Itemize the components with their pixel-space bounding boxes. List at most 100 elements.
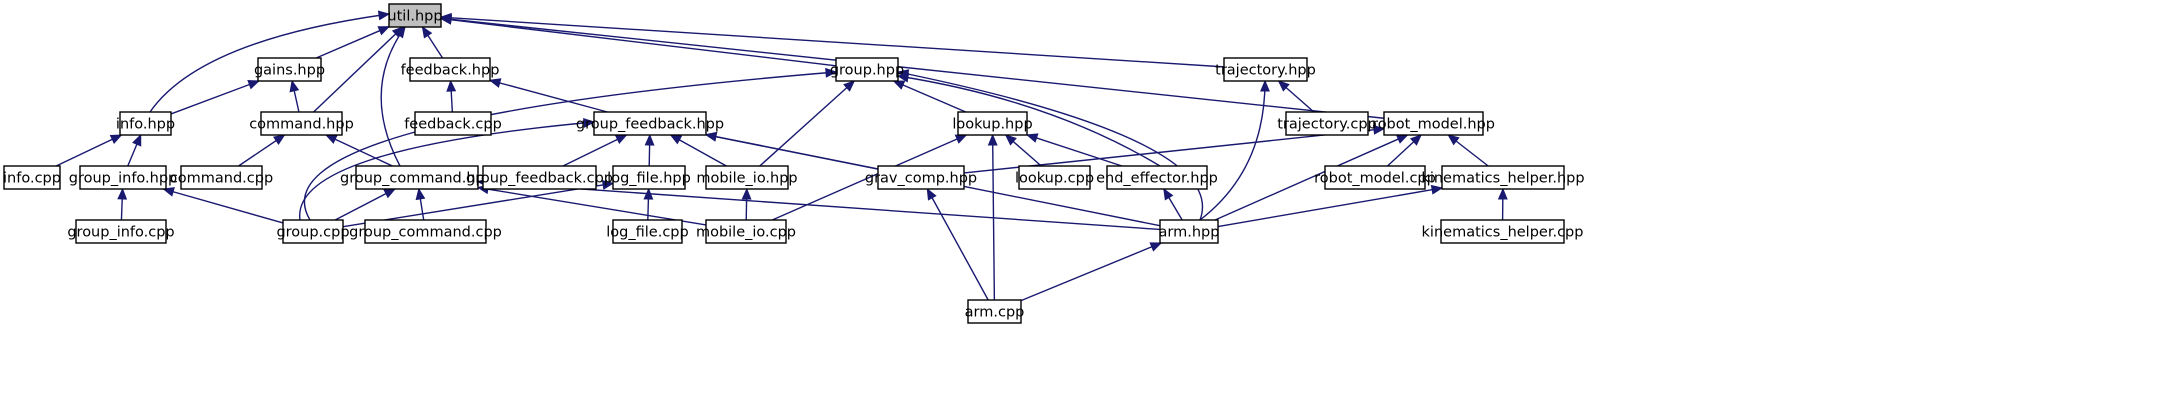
- node-grav-comp-hpp[interactable]: grav_comp.hpp: [865, 165, 977, 190]
- node-box[interactable]: [877, 165, 965, 190]
- node-label: info.cpp: [3, 171, 61, 187]
- node-box[interactable]: [1440, 219, 1565, 244]
- node-box[interactable]: [1223, 57, 1308, 82]
- arrow-head-icon: [669, 134, 683, 145]
- node-mobile-io-cpp[interactable]: mobile_io.cpp: [696, 219, 796, 244]
- node-group-command-cpp[interactable]: group_command.cpp: [349, 219, 502, 244]
- node-box[interactable]: [593, 111, 707, 136]
- nodes-layer: util.hpp gains.hpp feedback.hpp group.hpp tr…: [3, 3, 1585, 324]
- node-kinematics-helper-hpp[interactable]: kinematics_helper.hpp: [1421, 165, 1585, 190]
- node-trajectory-hpp[interactable]: trajectory.hpp: [1215, 57, 1316, 82]
- node-box[interactable]: [364, 219, 487, 244]
- node-feedback-hpp[interactable]: feedback.hpp: [401, 57, 500, 82]
- node-info-hpp[interactable]: info.hpp: [116, 111, 175, 136]
- arrow-head-icon: [394, 25, 406, 39]
- edge-arm_hpp-to-kinematics_helper_hpp: [1217, 184, 1444, 228]
- edge-kinematics_helper_hpp-to-robot_model_hpp: [1447, 134, 1489, 167]
- node-box[interactable]: [1106, 165, 1208, 190]
- edge-line: [1020, 242, 1162, 302]
- node-box[interactable]: [1159, 219, 1219, 244]
- edge-lookup_cpp-to-lookup_hpp: [1004, 134, 1042, 167]
- node-box[interactable]: [1018, 165, 1091, 190]
- node-box[interactable]: [967, 299, 1022, 324]
- node-trajectory-cpp[interactable]: trajectory.cpp: [1277, 111, 1377, 136]
- node-box[interactable]: [1383, 111, 1484, 136]
- node-box[interactable]: [3, 165, 61, 190]
- arrow-head-icon: [583, 118, 596, 128]
- node-log-file-cpp[interactable]: log_file.cpp: [606, 219, 689, 244]
- node-label: group_feedback.cpp: [466, 171, 613, 187]
- node-label: feedback.hpp: [401, 63, 500, 79]
- node-mobile-io-hpp[interactable]: mobile_io.hpp: [696, 165, 798, 190]
- arrow-head-icon: [601, 180, 615, 190]
- node-info-cpp[interactable]: info.cpp: [3, 165, 61, 190]
- node-lookup-hpp[interactable]: lookup.hpp: [952, 111, 1033, 136]
- arrow-head-icon: [1149, 242, 1163, 252]
- node-box[interactable]: [835, 57, 899, 82]
- node-arm-hpp[interactable]: arm.hpp: [1159, 219, 1220, 244]
- node-box[interactable]: [1324, 165, 1426, 190]
- node-box[interactable]: [612, 219, 683, 244]
- edge-line: [771, 134, 967, 221]
- node-group-feedback-cpp[interactable]: group_feedback.cpp: [466, 165, 613, 190]
- node-box[interactable]: [705, 219, 787, 244]
- node-group-hpp[interactable]: group.hpp: [830, 57, 904, 82]
- node-group-feedback-hpp[interactable]: group_feedback.hpp: [576, 111, 724, 136]
- node-box[interactable]: [282, 219, 344, 244]
- node-label: group_command.cpp: [349, 225, 502, 241]
- node-command-cpp[interactable]: command.cpp: [170, 165, 273, 190]
- node-label: group_info.hpp: [69, 171, 178, 187]
- edge-group_hpp-to-util_hpp: [439, 14, 837, 67]
- edge-feedback_hpp-to-util_hpp: [421, 25, 444, 59]
- node-box[interactable]: [388, 3, 442, 28]
- node-box[interactable]: [482, 165, 597, 190]
- edge-line: [897, 71, 1204, 221]
- arrow-head-icon: [1497, 187, 1508, 200]
- edge-group_cpp-to-group_hpp: [303, 67, 838, 221]
- node-box[interactable]: [705, 165, 789, 190]
- node-arm-cpp[interactable]: arm.cpp: [965, 299, 1025, 324]
- node-box[interactable]: [1285, 111, 1369, 136]
- node-lookup-cpp[interactable]: lookup.cpp: [1015, 165, 1094, 190]
- node-group-cpp[interactable]: group.cpp: [276, 219, 350, 244]
- edge-line: [562, 134, 627, 167]
- node-box[interactable]: [75, 219, 167, 244]
- arrow-head-icon: [954, 134, 968, 144]
- node-gains-hpp[interactable]: gains.hpp: [254, 57, 325, 82]
- edge-group_cpp-to-group_info_hpp: [162, 187, 284, 224]
- node-box[interactable]: [957, 111, 1028, 136]
- node-label: robot_model.hpp: [1372, 117, 1495, 133]
- node-box[interactable]: [119, 111, 172, 136]
- node-box[interactable]: [414, 111, 492, 136]
- node-log-file-hpp[interactable]: log_file.hpp: [607, 165, 691, 190]
- node-box[interactable]: [260, 111, 343, 136]
- node-box[interactable]: [612, 165, 686, 190]
- node-box[interactable]: [1441, 165, 1565, 190]
- arrow-head-icon: [1430, 184, 1444, 195]
- arrow-head-icon: [488, 78, 502, 88]
- edge-group_info_hpp-to-info_hpp: [127, 133, 142, 167]
- node-command-hpp[interactable]: command.hpp: [249, 111, 354, 136]
- node-kinematics-helper-cpp[interactable]: kinematics_helper.cpp: [1422, 219, 1584, 244]
- node-group-info-hpp[interactable]: group_info.hpp: [69, 165, 178, 190]
- node-robot-model-hpp[interactable]: robot_model.hpp: [1372, 111, 1495, 136]
- node-box[interactable]: [355, 165, 479, 190]
- edge-line: [477, 181, 1161, 231]
- node-box[interactable]: [180, 165, 263, 190]
- node-robot-model-cpp[interactable]: robot_model.cpp: [1314, 165, 1436, 190]
- node-util-hpp[interactable]: util.hpp: [387, 3, 443, 28]
- edge-arm_hpp-to-group_hpp: [896, 69, 1204, 221]
- arrow-head-icon: [896, 69, 910, 79]
- node-group-command-hpp[interactable]: group_command.hpp: [340, 165, 494, 190]
- node-box[interactable]: [79, 165, 167, 190]
- node-box[interactable]: [257, 57, 322, 82]
- edge-mobile_io_cpp-to-group_command_hpp: [476, 184, 707, 226]
- node-label: arm.hpp: [1159, 225, 1220, 241]
- edge-arm_cpp-to-arm_hpp: [1020, 242, 1163, 302]
- node-end-effector-hpp[interactable]: end_effector.hpp: [1096, 165, 1218, 190]
- node-group-info-cpp[interactable]: group_info.cpp: [67, 219, 175, 244]
- node-box[interactable]: [409, 57, 491, 82]
- node-label: util.hpp: [387, 9, 442, 25]
- edge-line: [380, 26, 406, 167]
- node-feedback-cpp[interactable]: feedback.cpp: [404, 111, 502, 136]
